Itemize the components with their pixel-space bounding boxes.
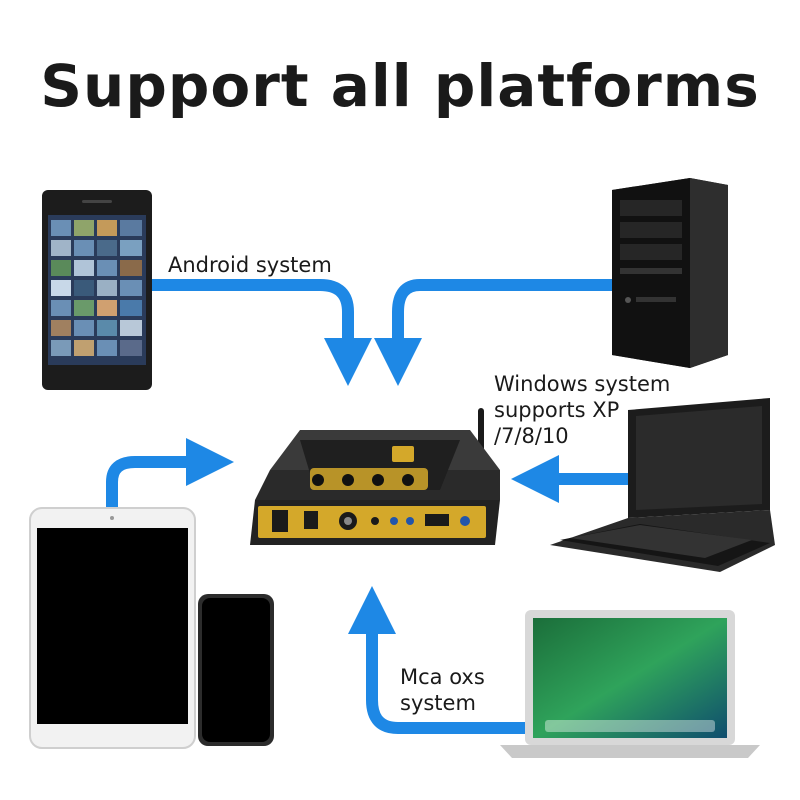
audio-converter-image [250,408,500,545]
windows-label-line1: Windows system [494,372,671,396]
windows-label-line3: /7/8/10 [494,424,569,448]
page-title: Support all platforms [40,52,760,120]
windows-label-line2: supports XP [494,398,620,422]
android-phone-image [42,190,152,390]
mac-arrow [348,586,525,734]
laptop-image [550,398,775,572]
mac-label-line1: Mca oxs [400,665,485,689]
android-arrow [150,279,372,386]
macbook-image [500,610,760,758]
mac-label-line2: system [400,691,476,715]
windows-desktop-arrow [374,279,612,386]
tablet-arrow [106,438,234,508]
android-label: Android system [168,253,332,277]
arrows [106,279,628,734]
desktop-tower-image [612,178,728,368]
smartphone-image [198,594,274,746]
tablet-image [29,507,196,749]
